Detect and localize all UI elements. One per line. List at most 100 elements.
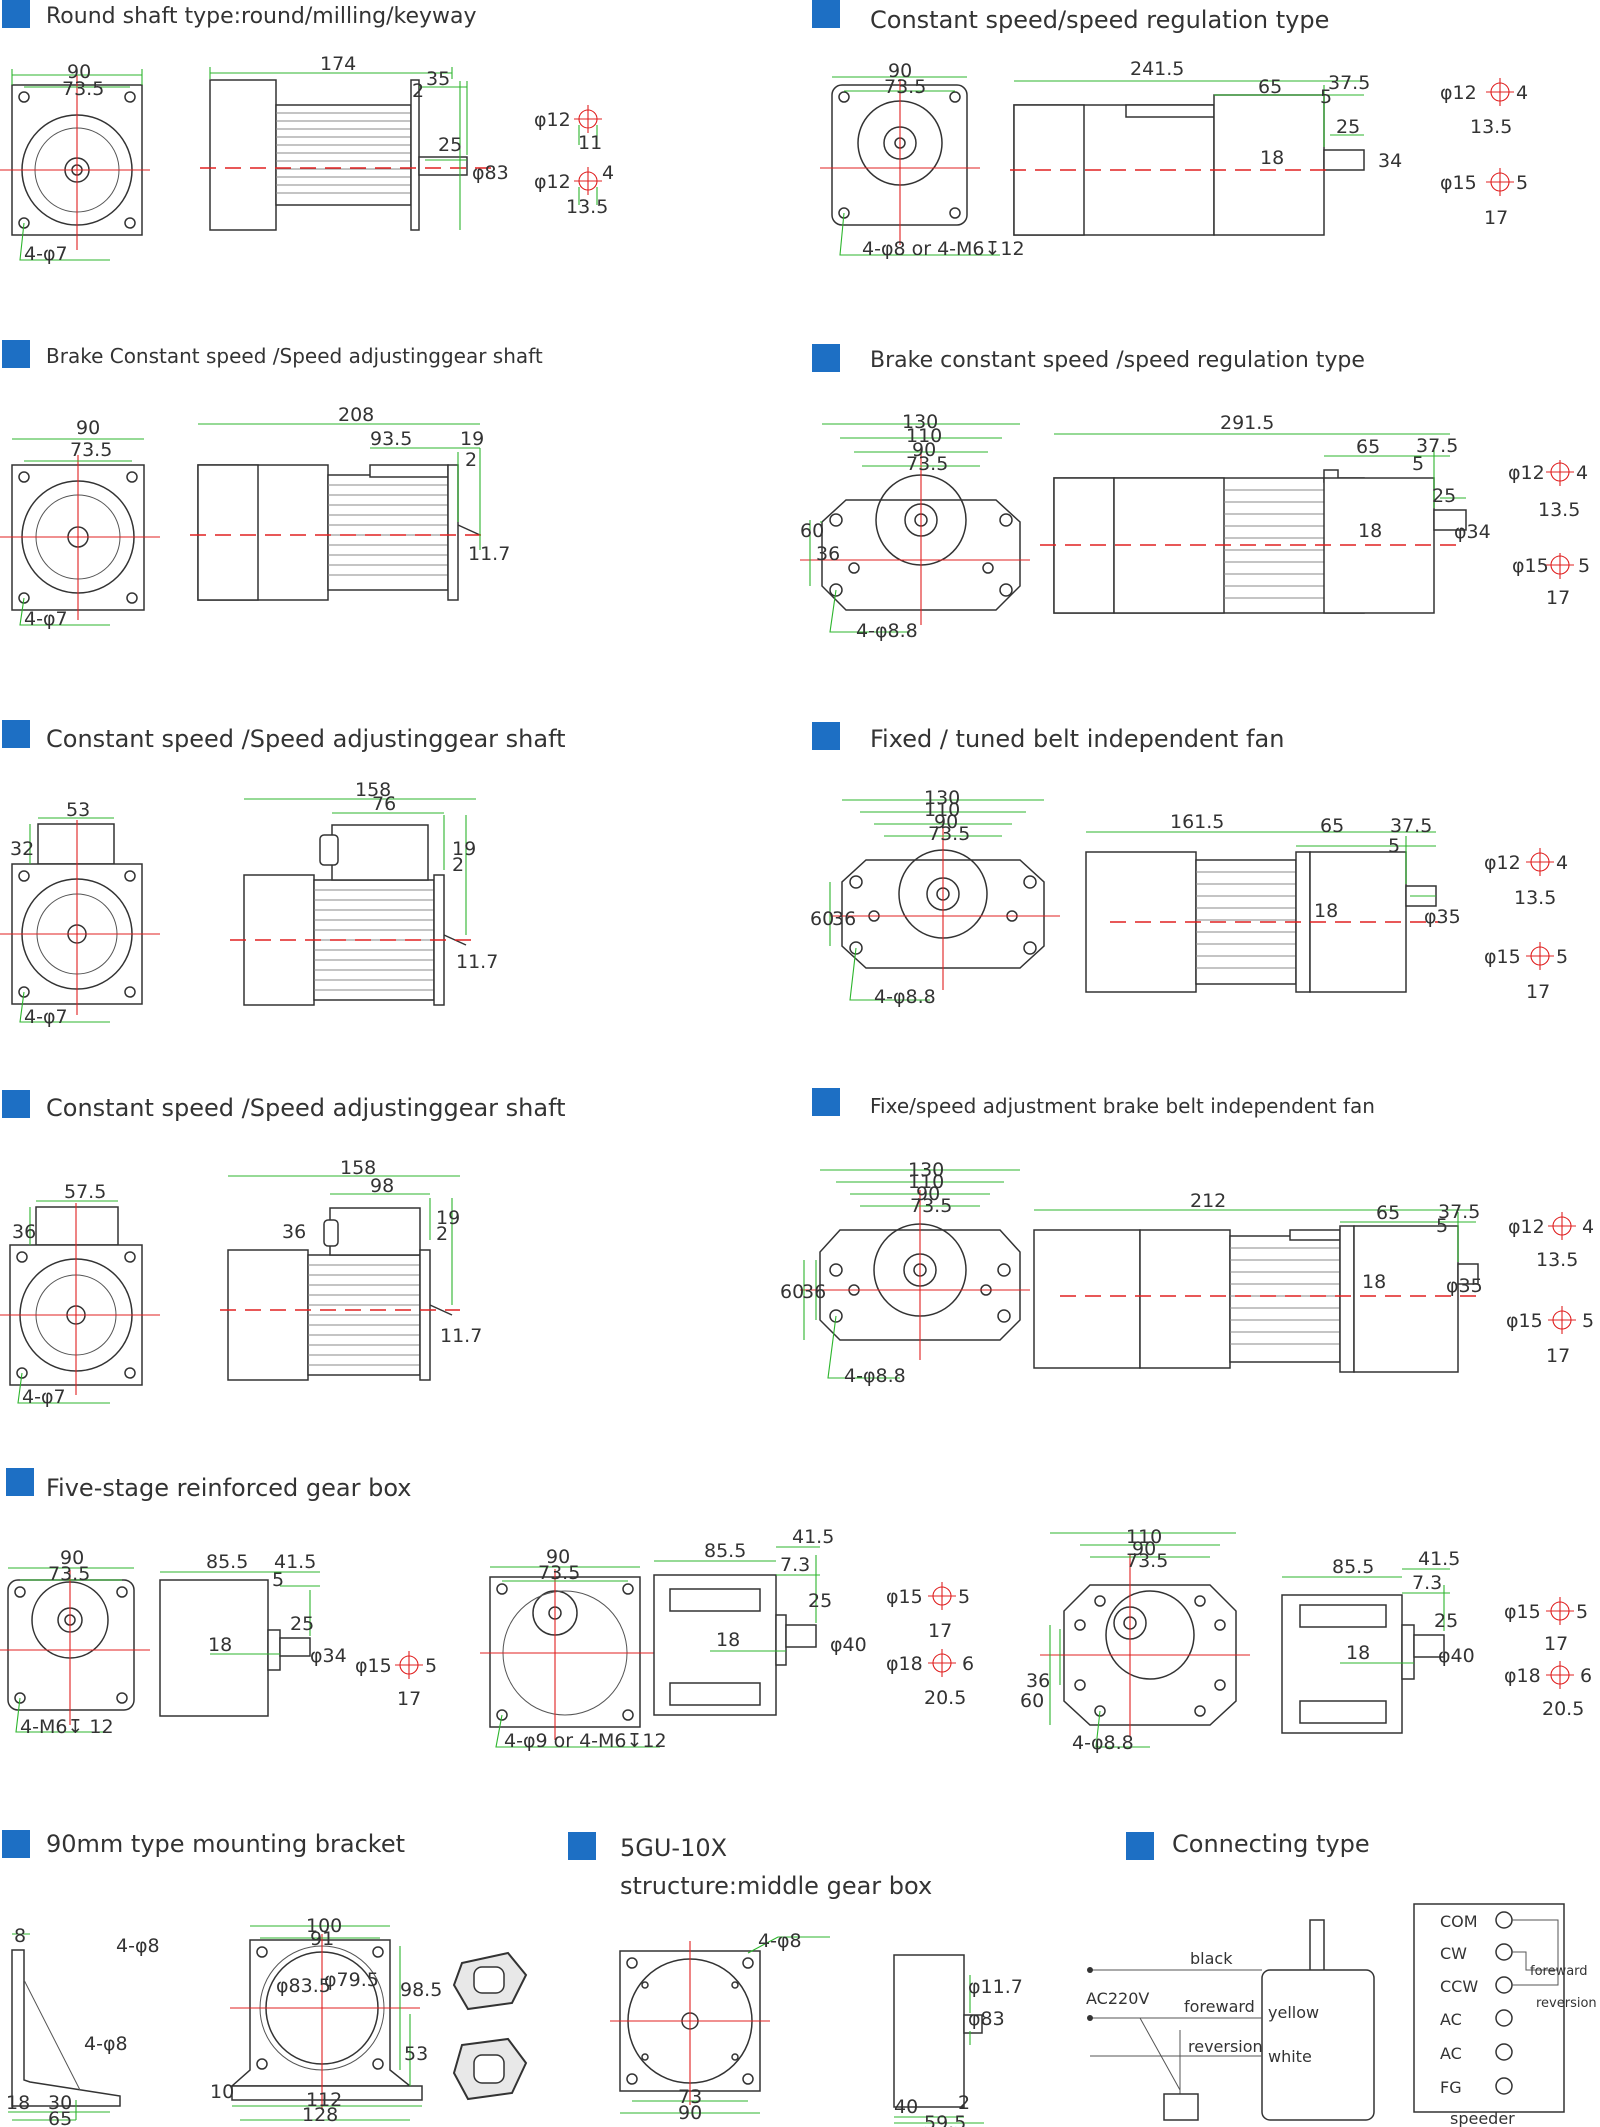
dim-110: 110 <box>924 799 960 821</box>
dim-phi18: φ18 <box>886 1653 923 1675</box>
dim-phi79-5: φ79.5 <box>324 1969 379 1991</box>
dim-90: 90 <box>678 2102 702 2124</box>
dim-5: 5 <box>1388 835 1400 857</box>
dim-5: 5 <box>958 1586 970 1608</box>
dim-11-7: 11.7 <box>440 1325 482 1347</box>
dim-25: 25 <box>1336 116 1360 138</box>
dim-2: 2 <box>452 854 464 876</box>
dim-4-phi7: 4-φ7 <box>22 1386 66 1408</box>
dim-18: 18 <box>1346 1642 1370 1664</box>
switch-label-foreward: foreward <box>1530 1964 1588 1979</box>
dim-128: 128 <box>302 2104 338 2126</box>
dim-158: 158 <box>340 1157 376 1179</box>
wire-label-yellow: yellow <box>1268 2003 1319 2022</box>
drawing-constant-front: 90 73.5 4-φ8 or 4-M6↧12 <box>820 60 1025 260</box>
dim-35: 35 <box>426 68 450 90</box>
drawing-gearbox-c-front: 110 90 73.5 36 60 4-φ8.8 <box>1020 1526 1250 1754</box>
dim-4-phi8-8: 4-φ8.8 <box>874 986 936 1008</box>
dim-76: 76 <box>372 793 396 815</box>
dim-phi15: φ15 <box>1440 172 1477 194</box>
dim-41-5: 41.5 <box>1418 1548 1460 1570</box>
dim-90: 90 <box>67 61 91 83</box>
bracket-photo <box>452 1951 528 2101</box>
dim-73-5: 73.5 <box>538 1562 580 1584</box>
dim-phi83: φ83 <box>472 162 509 184</box>
dim-37-5: 37.5 <box>1390 815 1432 837</box>
dim-60: 60 <box>800 520 824 542</box>
drawing-gearbox-a-front: 90 73.5 4-M6↧ 12 <box>0 1547 150 1738</box>
dim-90: 90 <box>888 60 912 82</box>
drawing-gearbox-a-side: 85.5 41.5 5 25 18 φ34 <box>159 1551 347 1717</box>
dim-53: 53 <box>404 2043 428 2065</box>
dim-phi15: φ15 <box>355 1655 392 1677</box>
section-marker <box>2 1090 30 1118</box>
dim-174: 174 <box>320 53 356 75</box>
section-marker <box>2 720 30 748</box>
dim-5: 5 <box>1582 1310 1594 1332</box>
dim-30: 30 <box>48 2092 72 2114</box>
dim-90: 90 <box>912 439 936 461</box>
dim-65: 65 <box>1376 1202 1400 1224</box>
speeder-label: speeder <box>1450 2109 1515 2127</box>
wire-label-reversion: reversion <box>1188 2037 1263 2056</box>
section-title-5gu: 5GU-10X <box>620 1834 728 1862</box>
dim-110: 110 <box>1126 1526 1162 1548</box>
dim-4-M6: 4-M6↧ 12 <box>20 1716 114 1738</box>
dim-13-5: 13.5 <box>1536 1249 1578 1271</box>
dim-phi15: φ15 <box>886 1586 923 1608</box>
drawing-5gu-side: φ11.7 φ83 40 2 59.5 <box>893 1954 1023 2127</box>
dim-11: 11 <box>578 132 602 154</box>
dim-17: 17 <box>1526 981 1550 1003</box>
drawing-gearbox-a-key: φ15 5 17 <box>355 1651 437 1710</box>
dim-100: 100 <box>306 1915 342 1937</box>
dim-25: 25 <box>1432 485 1456 507</box>
drawing-brake-belt-front: 130 110 90 73.5 60 36 4-φ8.8 <box>780 1159 1030 1387</box>
section-title-gear-shaft-1: Constant speed /Speed adjustinggear shaf… <box>46 725 566 753</box>
drawing-brake-constant-front: 130 110 90 73.5 60 36 4-φ8.8 <box>800 411 1030 642</box>
drawing-round-shaft-keys: φ12 11 φ12 4 13.5 <box>534 105 614 218</box>
section-title-brake-constant: Brake constant speed /speed regulation t… <box>870 348 1365 373</box>
dim-17: 17 <box>1546 587 1570 609</box>
dim-4: 4 <box>602 162 614 184</box>
dim-19: 19 <box>460 428 484 450</box>
section-marker <box>2 0 30 28</box>
dim-4: 4 <box>1582 1216 1594 1238</box>
dim-110: 110 <box>908 1171 944 1193</box>
dim-37-5: 37.5 <box>1416 435 1458 457</box>
dim-36: 36 <box>1026 1670 1050 1692</box>
dim-161-5: 161.5 <box>1170 811 1224 833</box>
wire-label-black: black <box>1190 1949 1233 1968</box>
dim-73-5: 73.5 <box>906 453 948 475</box>
dim-4-phi8: 4-φ8 <box>116 1935 160 1957</box>
dim-phi18: φ18 <box>1504 1665 1541 1687</box>
dim-phi15: φ15 <box>1504 1601 1541 1623</box>
dim-phi12: φ12 <box>1508 462 1545 484</box>
section-title-constant-speed: Constant speed/speed regulation type <box>870 6 1330 34</box>
dim-18: 18 <box>1314 900 1338 922</box>
dim-36: 36 <box>832 908 856 930</box>
dim-13-5: 13.5 <box>1538 499 1580 521</box>
dim-5: 5 <box>1578 555 1590 577</box>
dim-18: 18 <box>1362 1271 1386 1293</box>
drawing-constant-keys: φ12 4 13.5 φ15 5 17 <box>1440 78 1528 229</box>
section-title-round-shaft: Round shaft type:round/milling/keyway <box>46 4 477 29</box>
drawing-round-shaft-front: 90 73.5 4-φ7 <box>0 61 150 265</box>
dim-130: 130 <box>902 411 938 433</box>
dim-13-5: 13.5 <box>1470 116 1512 138</box>
dim-holes-a: 4-φ8 or 4-M6↧12 <box>862 238 1025 260</box>
dim-5: 5 <box>1576 1601 1588 1623</box>
dim-18: 18 <box>1260 147 1284 169</box>
dim-holes-b: 4-φ9 or 4-M6↧12 <box>504 1730 667 1752</box>
dim-6: 6 <box>962 1653 974 1675</box>
dim-17: 17 <box>1544 1633 1568 1655</box>
dim-85-5: 85.5 <box>704 1540 746 1562</box>
dim-90: 90 <box>60 1547 84 1569</box>
section-title-connecting: Connecting type <box>1172 1830 1370 1858</box>
dim-2: 2 <box>958 2092 970 2114</box>
dim-57-5: 57.5 <box>64 1181 106 1203</box>
drawing-belt-fan-keys: φ12 4 13.5 φ15 5 17 <box>1484 848 1568 1003</box>
dim-32: 32 <box>10 838 34 860</box>
section-title-brake-belt-fan: Fixe/speed adjustment brake belt indepen… <box>870 1094 1375 1118</box>
dim-25: 25 <box>808 1590 832 1612</box>
dim-phi15: φ15 <box>1512 555 1549 577</box>
